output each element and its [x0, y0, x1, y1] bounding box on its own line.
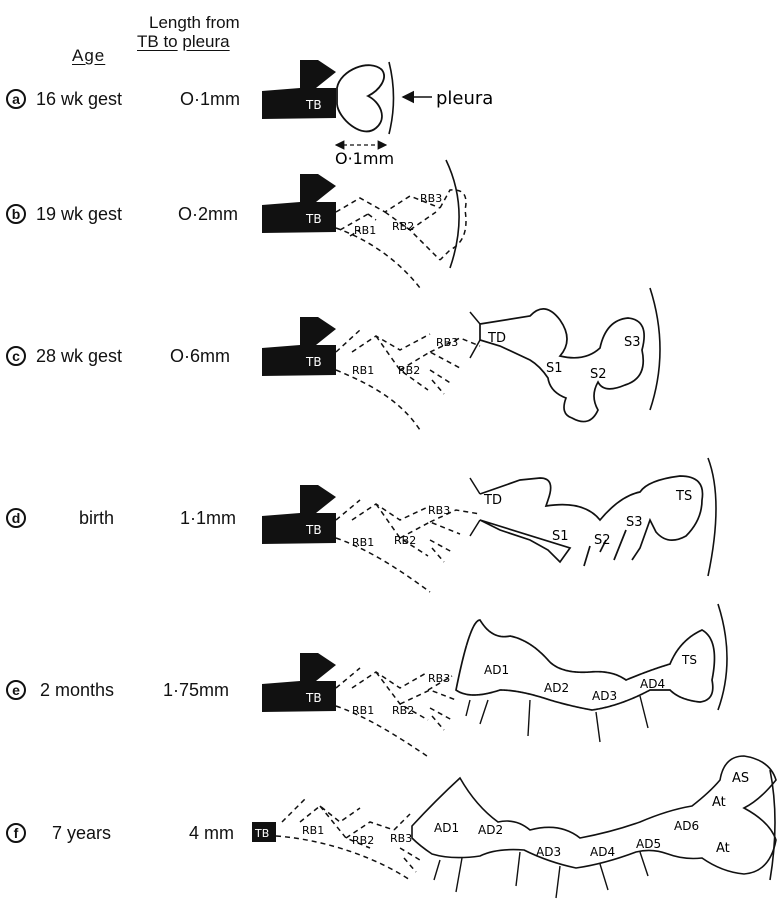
s2-label: S2: [590, 367, 607, 382]
rb1-label: RB1: [302, 824, 324, 837]
rb2-label: RB2: [352, 834, 374, 847]
terminal-bronchiole-shape: [262, 60, 336, 119]
diagram-f: TB RB1 RB2 RB3 AD1 AD2 AD3 AD4 AD5 AD6 A…: [252, 755, 777, 899]
rb1-label: RB1: [352, 536, 374, 549]
rb2-label: RB2: [394, 534, 416, 547]
diagram-b: TB RB1 RB2 RB3: [262, 159, 467, 289]
ad1-label: AD1: [484, 663, 509, 677]
respiratory-duct-outline: [479, 308, 645, 423]
pleura-line: [717, 603, 728, 711]
pleura-line: [769, 769, 776, 881]
s1-label: S1: [552, 529, 569, 544]
ad6-label: AD6: [674, 819, 699, 833]
pleura-line: [649, 287, 661, 411]
ad4-label: AD4: [590, 845, 615, 859]
row-d-letter: d: [6, 508, 26, 528]
s3-label: S3: [624, 335, 641, 350]
tb-label: TB: [305, 523, 322, 537]
rb3-label: RB3: [436, 336, 458, 349]
diagram-e: TB RB1 RB2 RB3 AD1 AD2 AD3 AD4 TS: [262, 603, 728, 759]
terminal-bronchiole-shape: [262, 485, 336, 544]
terminal-bronchiole-shape: [262, 174, 336, 233]
rb2-label: RB2: [392, 704, 414, 717]
s1-label: S1: [546, 361, 563, 376]
row-b-age: 19 wk gest: [36, 204, 123, 224]
ad5-label: AD5: [636, 837, 661, 851]
row-f-letter: f: [6, 823, 26, 843]
ts-label: TS: [681, 653, 697, 667]
alveolar-duct-outline: [411, 755, 777, 875]
row-c-length: O·6mm: [170, 346, 230, 366]
rb1-label: RB1: [352, 364, 374, 377]
ad4-label: AD4: [640, 677, 665, 691]
saccule-outline: [336, 64, 385, 133]
row-d-age: birth: [79, 508, 115, 528]
as-label: AS: [732, 771, 749, 786]
terminal-bronchiole-shape: [262, 317, 336, 376]
at-label-lower: At: [716, 841, 730, 856]
ad2-label: AD2: [478, 823, 503, 837]
tb-label: TB: [305, 691, 322, 705]
row-a-letter: a: [6, 89, 26, 109]
row-e-length: 1·75mm: [163, 680, 230, 700]
tb-label: TB: [305, 98, 322, 112]
tb-label: TB: [254, 827, 269, 840]
at-label-upper: At: [712, 795, 726, 810]
rb3-label: RB3: [428, 672, 450, 685]
row-e-age: 2 months: [40, 680, 115, 700]
pleura-line: [707, 457, 717, 577]
length-header-line2: TB to pleura: [137, 32, 230, 51]
rb1-label: RB1: [354, 224, 376, 237]
rb3-label: RB3: [428, 504, 450, 517]
td-label: TD: [483, 493, 502, 508]
pleura-label: pleura: [436, 88, 493, 109]
ad3-label: AD3: [536, 845, 561, 859]
diagram-c: TB RB1 RB2 RB3 TD S1 S2 S3: [262, 287, 661, 431]
length-header-tb: TB to: [137, 32, 178, 51]
row-f-length: 4 mm: [189, 823, 234, 843]
rb3-label: RB3: [390, 832, 412, 845]
row-d-length: 1·1mm: [180, 508, 237, 528]
diagram-a: TB pleura O·1mm: [262, 60, 493, 168]
row-f-age: 7 years: [52, 823, 112, 843]
row-b-length: O·2mm: [178, 204, 238, 224]
pleura-line: [388, 61, 395, 135]
s3-label: S3: [626, 515, 643, 530]
row-c-age: 28 wk gest: [36, 346, 123, 366]
rb2-label: RB2: [398, 364, 420, 377]
pleura-line: [445, 159, 460, 269]
alveolar-duct-outline: [455, 619, 716, 711]
td-label: TD: [487, 331, 506, 346]
length-header-line1: Length from: [149, 13, 240, 32]
terminal-bronchiole-shape: [252, 822, 276, 842]
row-a-length: O·1mm: [180, 89, 240, 109]
ad2-label: AD2: [544, 681, 569, 695]
length-header-pleura: pleura: [182, 32, 230, 51]
row-e-letter: e: [6, 680, 26, 700]
tb-label: TB: [305, 355, 322, 369]
ad3-label: AD3: [592, 689, 617, 703]
tb-label: TB: [305, 212, 322, 226]
rb1-label: RB1: [352, 704, 374, 717]
terminal-bronchiole-shape: [262, 653, 336, 712]
rb3-label: RB3: [420, 192, 442, 205]
row-c-letter: c: [6, 346, 26, 366]
row-b-letter: b: [6, 204, 26, 224]
s2-label: S2: [594, 533, 611, 548]
scale-label: O·1mm: [335, 149, 394, 168]
diagram-d: TB RB1 RB2 RB3 TD S1 S2 S3 TS: [262, 457, 717, 593]
ts-label: TS: [675, 489, 692, 504]
respiratory-duct-outline: [479, 475, 704, 567]
age-column-header: Age: [72, 46, 106, 65]
row-a-age: 16 wk gest: [36, 89, 123, 109]
rb2-label: RB2: [392, 220, 414, 233]
ad1-label: AD1: [434, 821, 459, 835]
